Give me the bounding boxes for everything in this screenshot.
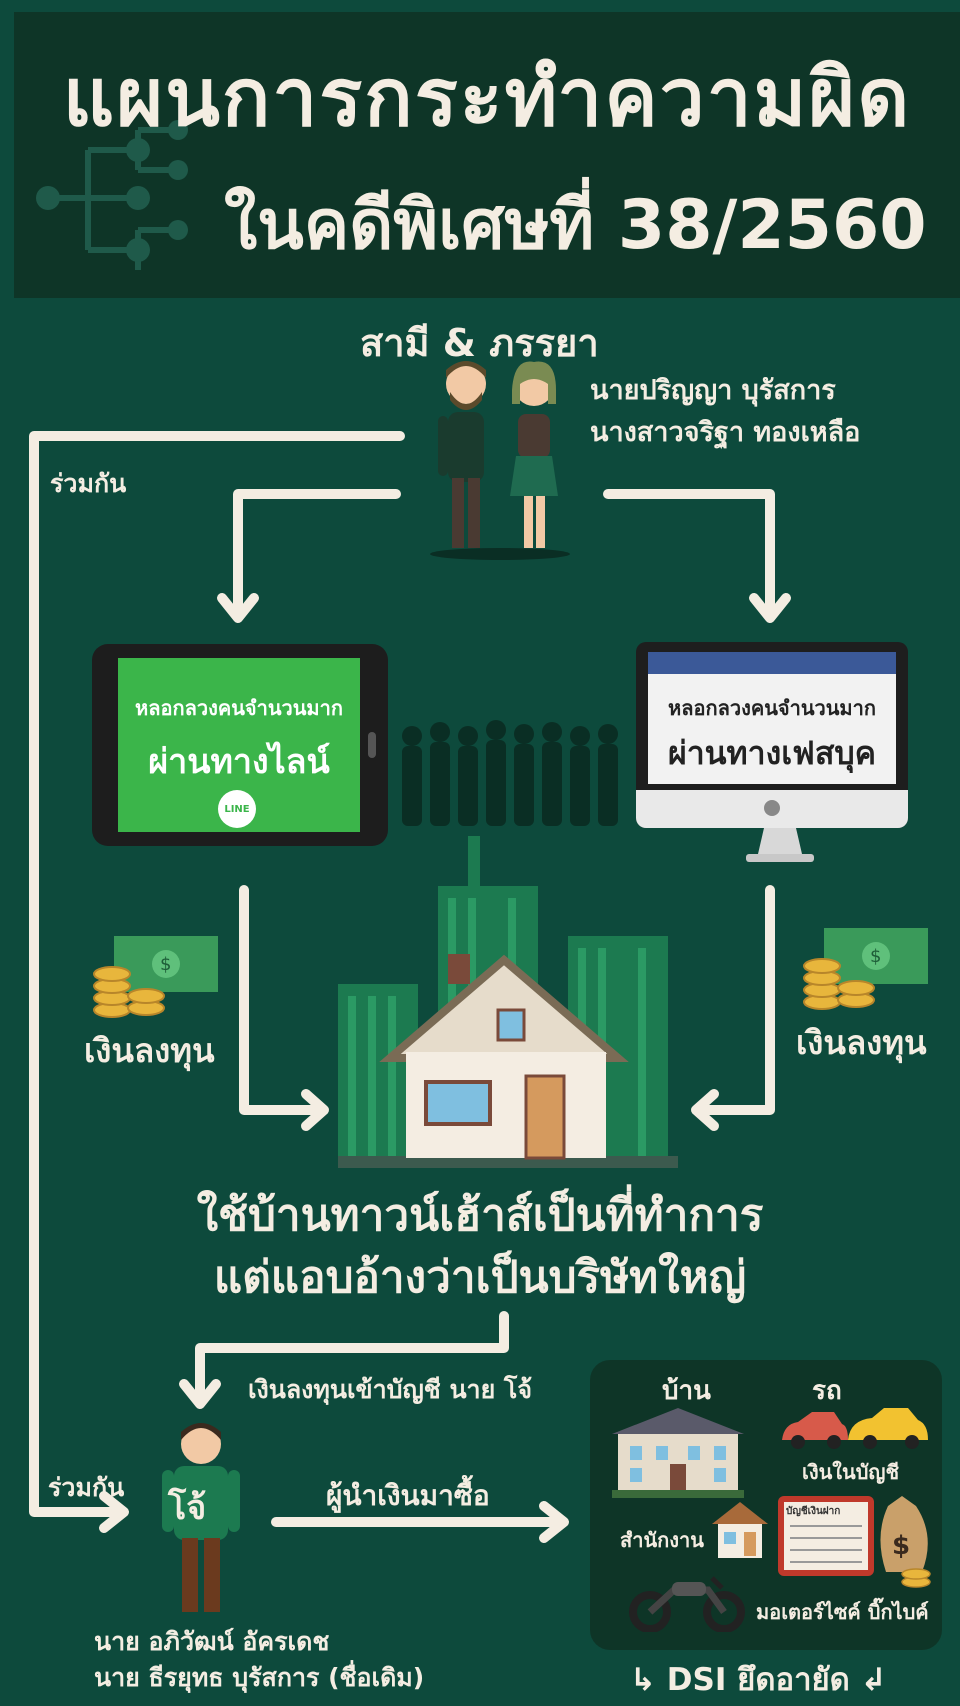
monitor-stand-icon bbox=[746, 828, 814, 862]
account-flow-label: เงินลงทุนเข้าบัญชี นาย โจ้ bbox=[248, 1375, 533, 1404]
asset-car-label: รถ bbox=[812, 1376, 842, 1406]
title-box: แผนการกระทำความผิด ในคดีพิเศษที่ 38/2560 bbox=[14, 12, 960, 298]
svg-text:$: $ bbox=[892, 1531, 910, 1561]
assets-panel: บ้าน รถ เงินในบัญชี สำนักงาน $ บัญชีเงิน… bbox=[590, 1360, 942, 1650]
money-icon-right: $ bbox=[803, 928, 928, 1010]
asset-passbook-label: บัญชีเงินฝาก bbox=[786, 1506, 841, 1517]
svg-text:$: $ bbox=[160, 954, 171, 975]
jo-names: นาย อภิวัฒน์ อัครเดช นาย ธีรยุทธ บุรัสกา… bbox=[94, 1624, 424, 1696]
dsi-seized-label: ↳ DSI ยึดอายัด ↲ bbox=[630, 1662, 887, 1698]
monitor-dot-icon bbox=[764, 800, 780, 816]
couple-names: นายปริญญา บุรัสการ นางสาวจริฐา ทองเหลือ bbox=[590, 370, 860, 454]
crowd-icon bbox=[402, 720, 618, 826]
arrow-facebook-to-house bbox=[695, 885, 775, 1115]
investment-right-label: เงินลงทุน bbox=[796, 1023, 927, 1062]
center-text-line-2: แต่แอบอ้างว่าเป็นบริษัทใหญ่ bbox=[213, 1252, 747, 1303]
asset-office-label: สำนักงาน bbox=[620, 1528, 704, 1552]
facebook-bar bbox=[648, 652, 896, 674]
line-tablet: หลอกลวงคนจำนวนมาก ผ่านทางไลน์ LINE bbox=[92, 644, 388, 846]
mansion-icon bbox=[612, 1408, 744, 1498]
buy-label: ผู้นำเงินมาซื้อ bbox=[326, 1479, 490, 1512]
center-text-line-1: ใช้บ้านทาวน์เฮ้าส์เป็นที่ทำการ bbox=[196, 1190, 764, 1241]
arrow-to-line bbox=[233, 489, 401, 617]
join-label-bottom: ร่วมกัน bbox=[48, 1473, 125, 1502]
jo-figure-icon bbox=[162, 1423, 240, 1612]
facebook-text-small: หลอกลวงคนจำนวนมาก bbox=[668, 696, 876, 720]
facebook-monitor: หลอกลวงคนจำนวนมาก ผ่านทางเฟสบุค bbox=[636, 642, 908, 828]
facebook-text-big: ผ่านทางเฟสบุค bbox=[667, 734, 877, 772]
arrow-to-facebook bbox=[603, 489, 775, 617]
wife-name: นางสาวจริฐา ทองเหลือ bbox=[590, 417, 861, 448]
money-icon-left: $ bbox=[93, 936, 218, 1018]
line-text-small: หลอกลวงคนจำนวนมาก bbox=[135, 696, 343, 720]
jo-label: โจ้ bbox=[168, 1488, 207, 1528]
motorbike-icon bbox=[629, 1576, 745, 1632]
asset-house-label: บ้าน bbox=[662, 1376, 711, 1406]
title-line-2: ในคดีพิเศษที่ 38/2560 bbox=[224, 186, 927, 265]
facebook-screen: หลอกลวงคนจำนวนมาก ผ่านทางเฟสบุค bbox=[648, 652, 896, 784]
join-label-top: ร่วมกัน bbox=[50, 469, 127, 498]
husband-name: นายปริญญา บุรัสการ bbox=[590, 375, 836, 406]
svg-text:$: $ bbox=[870, 946, 881, 967]
couple-icon bbox=[430, 361, 570, 560]
jo-name-2: นาย ธีรยุทธ บุรัสการ (ชื่อเดิม) bbox=[94, 1663, 425, 1692]
arrow-join-left bbox=[29, 431, 405, 1517]
arrow-join-head bbox=[99, 1491, 129, 1533]
arrow-line-to-house bbox=[239, 885, 325, 1115]
cars-icon bbox=[782, 1408, 928, 1449]
network-icon bbox=[36, 120, 188, 270]
line-logo-icon: LINE bbox=[218, 790, 256, 828]
passbook-moneybag-icon: $ bbox=[778, 1496, 931, 1588]
line-text-big: ผ่านทางไลน์ bbox=[148, 742, 330, 782]
townhouse-icon bbox=[338, 836, 678, 1168]
couple-label: สามี & ภรรยา bbox=[360, 321, 599, 365]
title-line-1: แผนการกระทำความผิด bbox=[62, 51, 912, 144]
jo-name-1: นาย อภิวัฒน์ อัครเดช bbox=[94, 1627, 330, 1656]
tablet-button-icon bbox=[368, 732, 376, 758]
line-screen: หลอกลวงคนจำนวนมาก ผ่านทางไลน์ LINE bbox=[118, 658, 360, 832]
asset-bike-label: มอเตอร์ไซค์ บิ๊กไบค์ bbox=[756, 1600, 929, 1624]
asset-bank-label: เงินในบัญชี bbox=[802, 1460, 900, 1484]
investment-left-label: เงินลงทุน bbox=[84, 1031, 215, 1070]
office-icon bbox=[712, 1502, 768, 1558]
center-text: ใช้บ้านทาวน์เฮ้าส์เป็นที่ทำการ แต่แอบอ้า… bbox=[0, 1185, 960, 1309]
arrow-house-to-jo bbox=[195, 1311, 509, 1401]
